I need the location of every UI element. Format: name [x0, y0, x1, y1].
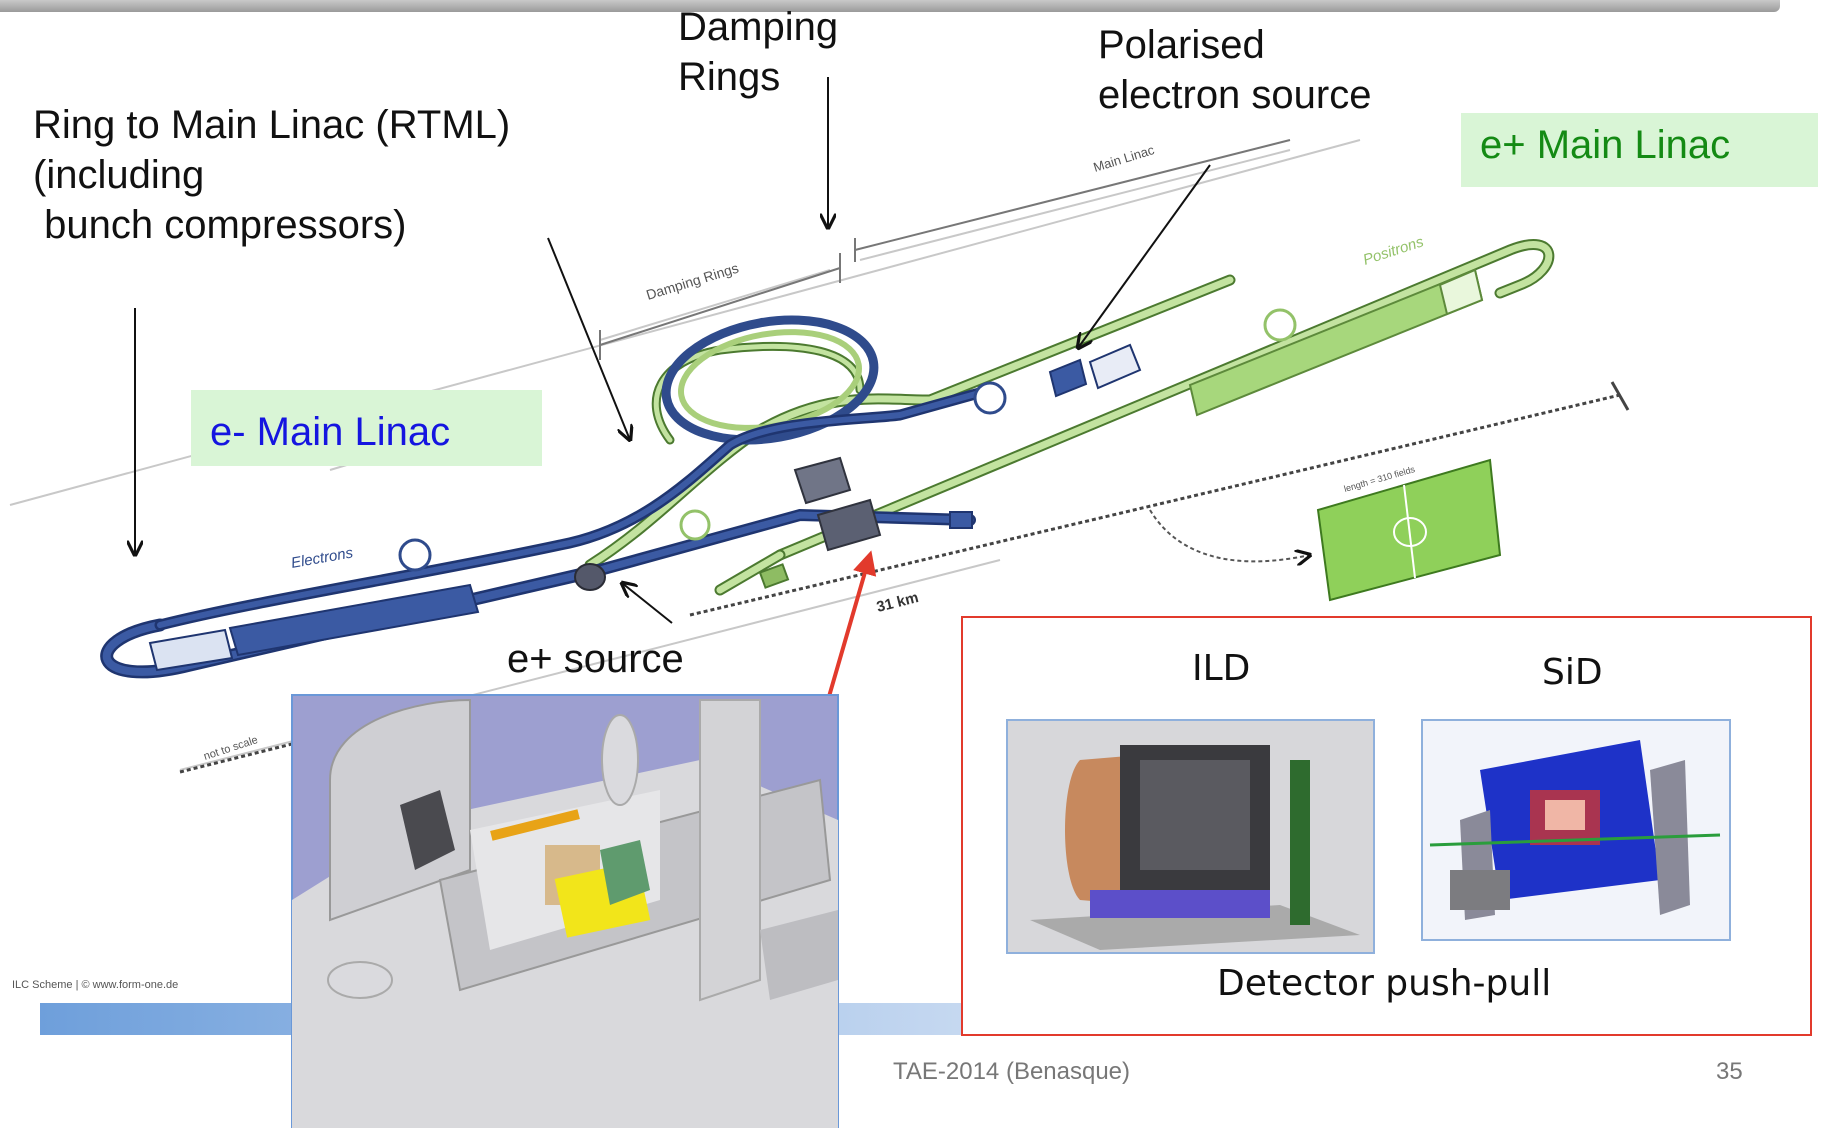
ild-detector-image: [1006, 719, 1375, 954]
positron-linac-module: [1188, 268, 1484, 417]
e-plus-source-component: [574, 563, 606, 591]
main-linac-dim-label: Main Linac: [1091, 142, 1156, 175]
sid-label: SiD: [1542, 652, 1603, 693]
e-plus-main-linac-label: e+ Main Linac: [1480, 123, 1731, 167]
sid-detector-image: [1421, 719, 1731, 941]
footer-page-number: 35: [1716, 1058, 1743, 1085]
positrons-label: Positrons: [1361, 233, 1426, 269]
length-label: 31 km: [875, 589, 920, 616]
ir-hall-illustration: [291, 694, 839, 1128]
field-arrow: [1149, 509, 1310, 561]
ild-label: ILD: [1192, 648, 1251, 689]
e-minus-linac-highlight: [191, 390, 542, 466]
polarised-source-component: [1048, 343, 1142, 398]
footer-conference: TAE-2014 (Benasque): [893, 1058, 1131, 1085]
polarised-source-label: Polarised electron source: [1098, 23, 1372, 117]
electrons-label: Electrons: [290, 544, 355, 572]
damping-rings-dim-label: Damping Rings: [644, 260, 740, 303]
e-plus-linac-highlight: [1461, 113, 1818, 187]
length-dashed-line: [179, 381, 1630, 774]
e-plus-source-label: e+ source: [507, 637, 684, 681]
interaction-region: [758, 456, 973, 589]
credit-text: ILC Scheme | © www.form-one.de: [12, 979, 178, 991]
football-field: [1316, 458, 1502, 602]
detector-hall-arrow: [826, 550, 877, 701]
damping-rings-label: Damping Rings: [678, 5, 839, 99]
beam-badges: [398, 308, 1297, 572]
electron-beamline: [100, 384, 996, 679]
top-rule: [0, 0, 1780, 12]
e-minus-main-linac-label: e- Main Linac: [210, 410, 451, 454]
detector-caption: Detector push-pull: [1217, 963, 1552, 1004]
dimension-lines: [599, 139, 1291, 360]
rtml-label: Ring to Main Linac (RTML) (including bun…: [33, 103, 511, 247]
pointer-arrows: [135, 77, 1211, 624]
electron-linac-module: [148, 583, 480, 672]
